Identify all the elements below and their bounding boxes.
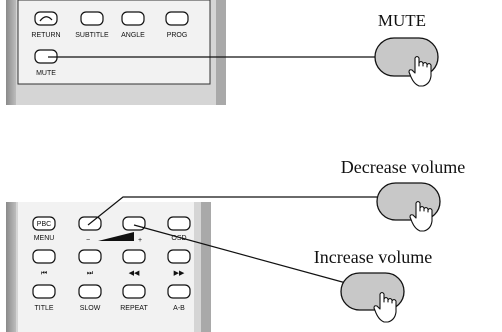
increase-connector-line [133, 224, 358, 287]
mute-label: MUTE [36, 70, 56, 77]
mute-callout-label: MUTE [378, 11, 426, 30]
increase-callout-label: Increase volume [314, 247, 432, 267]
title-button[interactable]: TITLE [32, 284, 56, 312]
decrease-connector-line [87, 196, 395, 226]
bottom-remote-panel [6, 202, 211, 332]
pointing-hand-icon [409, 200, 433, 232]
volume-wedge-icon [98, 232, 134, 241]
mute-callout-button [374, 37, 439, 87]
prev-icon: ⏮ [41, 270, 47, 277]
menu-label: MENU [34, 235, 55, 242]
decrease-callout-button [376, 182, 441, 232]
next-button[interactable]: ⏭ [78, 249, 102, 277]
minus-label: − [86, 237, 90, 244]
osd-button[interactable]: OSD [167, 216, 191, 242]
repeat-button[interactable]: REPEAT [120, 284, 148, 312]
osd-label: OSD [171, 235, 186, 242]
ab-button[interactable]: A-B [167, 284, 191, 312]
return-label: RETURN [31, 32, 60, 39]
pbc-label: PBC [37, 221, 51, 228]
ab-label: A-B [173, 305, 185, 312]
subtitle-label: SUBTITLE [75, 32, 109, 39]
prev-button[interactable]: ⏮ [32, 249, 56, 277]
slow-label: SLOW [80, 305, 101, 312]
decrease-callout-label: Decrease volume [341, 157, 465, 177]
top-remote-panel [6, 0, 226, 105]
pbc-menu-button[interactable]: PBC MENU [32, 216, 56, 242]
repeat-label: REPEAT [120, 305, 148, 312]
title-label: TITLE [34, 305, 53, 312]
rewind-button[interactable]: ◀◀ [122, 249, 146, 277]
prog-label: PROG [167, 32, 188, 39]
rewind-icon: ◀◀ [129, 270, 140, 277]
pointing-hand-icon [408, 55, 432, 87]
forward-icon: ▶▶ [174, 270, 185, 277]
return-arrow-icon [39, 16, 53, 22]
angle-label: ANGLE [121, 32, 145, 39]
slow-button[interactable]: SLOW [78, 284, 102, 312]
prog-button[interactable]: PROG [165, 11, 189, 39]
plus-label: + [138, 237, 142, 244]
subtitle-button[interactable]: SUBTITLE [75, 11, 109, 39]
forward-button[interactable]: ▶▶ [167, 249, 191, 277]
return-button[interactable]: RETURN [31, 11, 61, 39]
next-icon: ⏭ [87, 270, 94, 277]
angle-button[interactable]: ANGLE [121, 11, 145, 39]
pointing-hand-icon [373, 291, 397, 323]
increase-callout-button [340, 272, 405, 323]
